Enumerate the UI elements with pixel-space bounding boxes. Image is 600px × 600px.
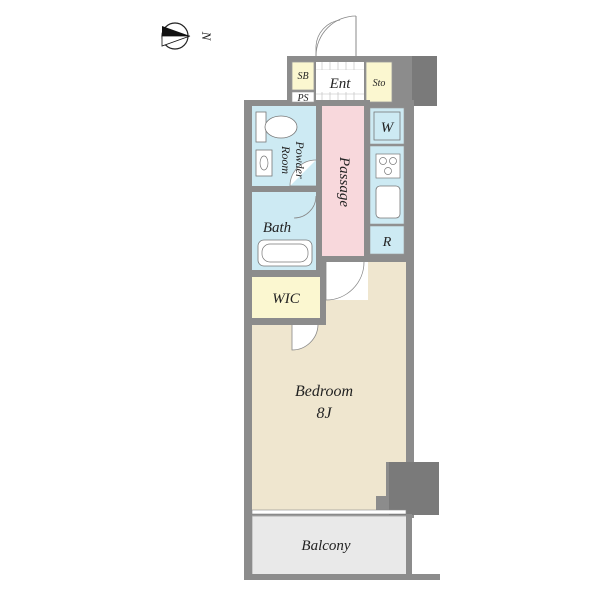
balcony-floor [251,515,409,577]
bedroom-floor [252,262,406,510]
refrigerator-area [369,225,405,255]
bath-label: Bath [263,220,291,236]
bathtub-icon [257,239,313,267]
washer-label: W [381,120,395,136]
entrance-door [315,15,357,57]
ps-label: PS [296,93,308,104]
sb-label: SB [297,71,308,82]
bedroom-label: Bedroom [295,383,353,400]
refrigerator-label: R [382,235,392,250]
wic-floor [252,277,320,318]
storage-area [365,61,393,103]
pipe-space [291,91,315,103]
entrance-label: Ent [329,76,352,92]
toilet-icon [255,111,298,143]
wic-label: WIC [272,291,300,307]
passage-label: Passage [336,156,352,207]
stove-icon [375,153,401,179]
powder-room-label-line1: Powder [293,140,307,179]
bedroom-size-label: 8J [316,405,332,422]
kitchen-sink-icon [375,185,401,219]
north-label: N [199,31,214,42]
powder-room-label-line2: Room [279,145,293,174]
sink-icon [255,149,273,177]
storage-label: Sto [373,78,386,89]
shoe-box-area [291,61,315,91]
balcony-label: Balcony [301,538,350,554]
north-arrow-icon [161,22,191,50]
